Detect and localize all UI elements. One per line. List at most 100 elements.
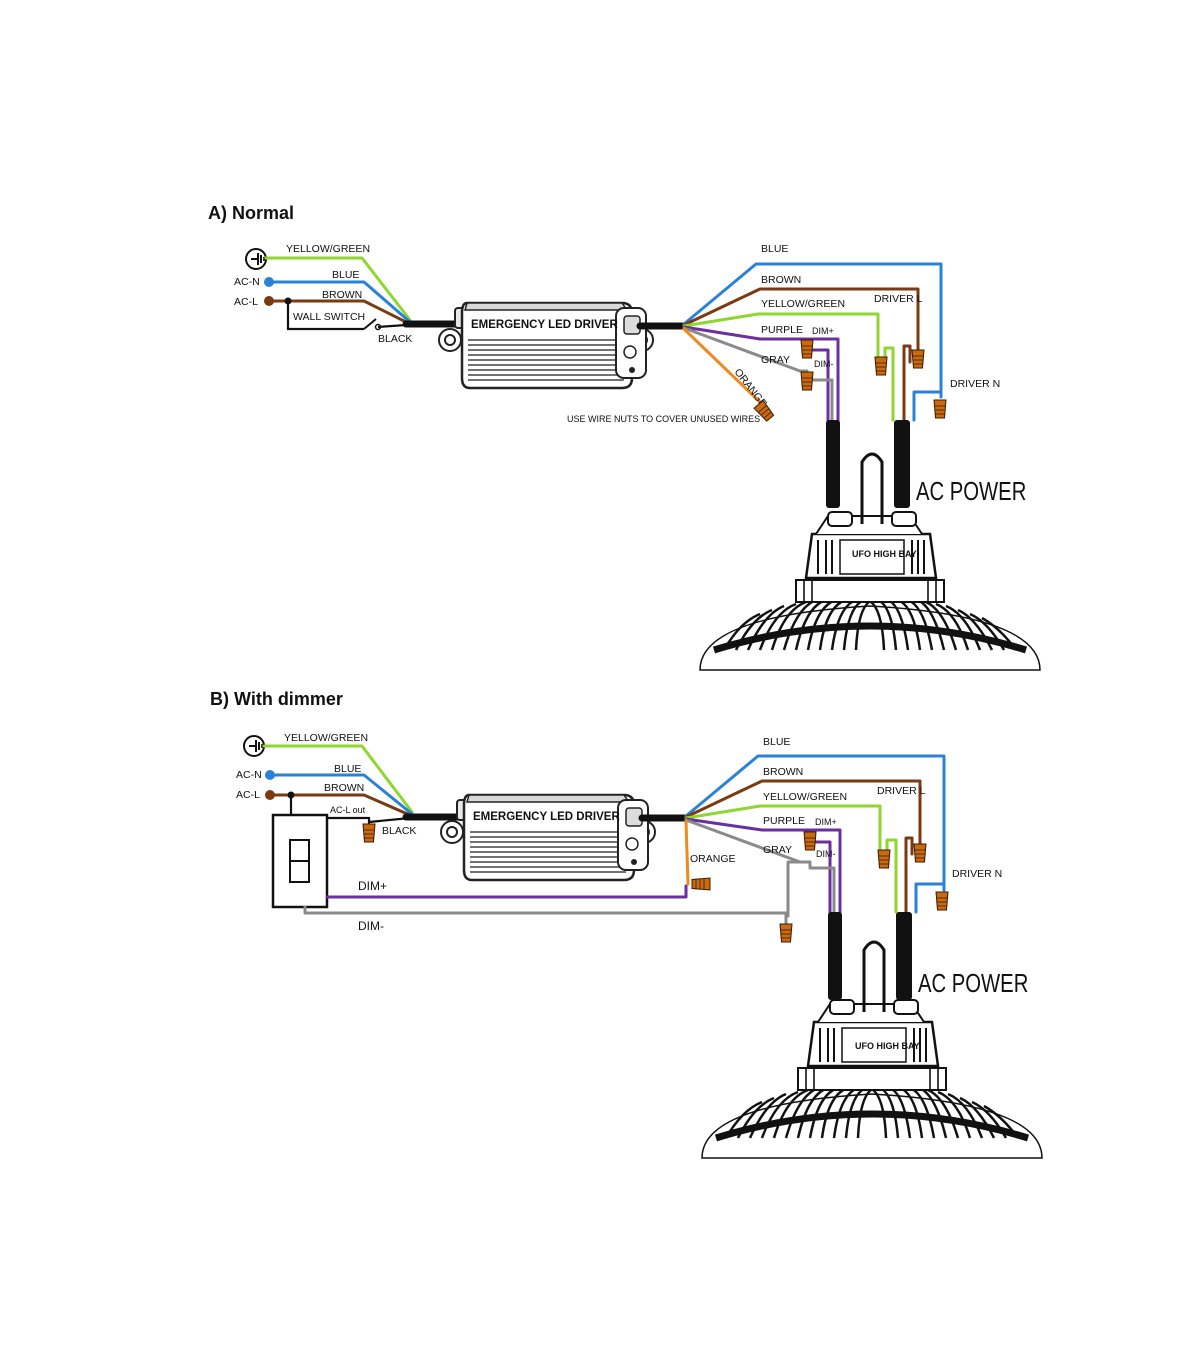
ac-n-label: AC-N: [236, 769, 262, 781]
ac-n-label: AC-N: [234, 276, 260, 288]
brown-label: BROWN: [322, 289, 362, 301]
yellow-green-output-wire: [682, 312, 880, 358]
driver-n-loop: [914, 882, 944, 914]
wire-nut-icon: [362, 823, 376, 843]
dim-plus-control-wire: [325, 884, 688, 899]
fixture-power-cable: [894, 420, 910, 508]
blue-input-wire: [272, 280, 412, 324]
section-a-diagram: AC-N AC-L YELLOW/GREEN BLUE BROWN WALL S…: [234, 243, 1040, 670]
driver-n-label: DRIVER N: [950, 378, 1000, 390]
wire-nut-icon: [779, 923, 793, 943]
dim-minus-loop: [805, 378, 834, 424]
brown-input-wire: [272, 299, 412, 326]
blue-out-label: BLUE: [763, 736, 790, 748]
acl-out-label: AC-L out: [330, 805, 366, 815]
driver-n-loop: [912, 390, 942, 422]
driver-l-loop: [902, 344, 912, 422]
ac-n-terminal: [265, 770, 275, 780]
dim-minus-loop: [808, 866, 836, 916]
gray-output-wire: [684, 818, 812, 868]
orange-output-wire: [682, 327, 765, 407]
ac-l-label: AC-L: [234, 296, 258, 308]
fixture-dim-cable: [828, 912, 842, 1000]
dim-minus-label: DIM-: [816, 849, 836, 859]
yellow-green-output-wire: [684, 804, 882, 851]
section-b-title: B) With dimmer: [210, 689, 343, 709]
blue-label: BLUE: [334, 763, 361, 775]
dim-plus-wire-label: DIM+: [358, 879, 387, 893]
orange-output-wire: [684, 819, 690, 886]
fixture-ground-loop: [883, 346, 895, 422]
ac-l-label: AC-L: [236, 789, 260, 801]
ac-l-terminal: [265, 790, 275, 800]
driver-label: EMERGENCY LED DRIVER: [471, 319, 618, 331]
yellow-green-out-label: YELLOW/GREEN: [761, 298, 845, 310]
wire-nut-icon: [803, 831, 817, 851]
yellow-green-input-wire: [264, 256, 412, 322]
wire-nut-icon: [800, 371, 814, 391]
orange-out-label: ORANGE: [690, 853, 736, 865]
blue-input-wire: [273, 773, 414, 816]
wire-nut-icon: [935, 891, 949, 911]
wire-nut-note: USE WIRE NUTS TO COVER UNUSED WIRES: [567, 414, 760, 424]
dim-plus-loop: [805, 348, 830, 424]
purple-out-label: PURPLE: [761, 324, 803, 336]
driver-n-label: DRIVER N: [952, 868, 1002, 880]
blue-out-label: BLUE: [761, 243, 788, 255]
acl-out-wire: [326, 816, 371, 826]
fixture-power-cable: [896, 912, 912, 1000]
black-label: BLACK: [378, 333, 412, 345]
ground-symbol-icon: [245, 248, 267, 270]
driver-l-label: DRIVER L: [877, 785, 926, 797]
yellow-green-out-label: YELLOW/GREEN: [763, 791, 847, 803]
brown-out-label: BROWN: [761, 274, 801, 286]
purple-output-wire: [684, 817, 842, 916]
brown-output-wire: [682, 287, 920, 354]
brown-label: BROWN: [324, 782, 364, 794]
fixture-dim-cable: [826, 420, 840, 508]
ac-power-label: AC POWER: [918, 969, 1028, 998]
section-a-title: A) Normal: [208, 203, 295, 223]
black-wire: [377, 323, 407, 329]
wire-nut-icon: [800, 339, 814, 359]
wire-nut-icon: [874, 356, 888, 376]
brown-output-wire: [684, 779, 922, 848]
dim-minus-wire-label: DIM-: [358, 919, 384, 933]
ac-n-terminal: [264, 277, 274, 287]
gray-out-label: GRAY: [761, 354, 790, 366]
blue-label: BLUE: [332, 269, 359, 281]
fixture-label: UFO HIGH BAY: [852, 549, 917, 559]
emergency-led-driver: [437, 301, 655, 390]
dim-plus-loop: [808, 840, 832, 916]
ac-l-terminal: [264, 296, 274, 306]
dim-plus-label: DIM+: [815, 817, 837, 827]
driver-label: EMERGENCY LED DRIVER: [473, 811, 620, 823]
wire-nut-icon: [911, 349, 925, 369]
dim-minus-label: DIM-: [814, 359, 834, 369]
driver-l-label: DRIVER L: [874, 293, 923, 305]
driver-l-loop: [904, 836, 914, 914]
gray-out-label: GRAY: [763, 844, 792, 856]
fixture-ground-loop: [885, 838, 898, 914]
gray-dim-minus-drop: [786, 860, 802, 918]
wire-nut-icon: [913, 843, 927, 863]
wall-switch-label: WALL SWITCH: [293, 311, 365, 323]
wire-nut-icon: [933, 399, 947, 419]
yellow-green-label: YELLOW/GREEN: [286, 243, 370, 255]
dim-minus-control-wire: [303, 905, 788, 926]
blue-output-wire: [684, 754, 946, 892]
purple-out-label: PURPLE: [763, 815, 805, 827]
brown-input-wire: [273, 793, 414, 818]
yellow-green-input-wire: [262, 744, 414, 814]
black-label: BLACK: [382, 825, 416, 837]
brown-out-label: BROWN: [763, 766, 803, 778]
section-b-diagram: AC-N AC-L YELLOW/GREEN BLUE BROWN AC-L o…: [236, 732, 1042, 1158]
ground-symbol-icon: [243, 735, 265, 757]
purple-output-wire: [682, 325, 840, 424]
wire-nut-icon: [691, 877, 711, 891]
wire-nut-icon: [877, 849, 891, 869]
fixture-label: UFO HIGH BAY: [855, 1041, 920, 1051]
dim-plus-label: DIM+: [812, 326, 834, 336]
ac-power-label: AC POWER: [916, 477, 1026, 506]
